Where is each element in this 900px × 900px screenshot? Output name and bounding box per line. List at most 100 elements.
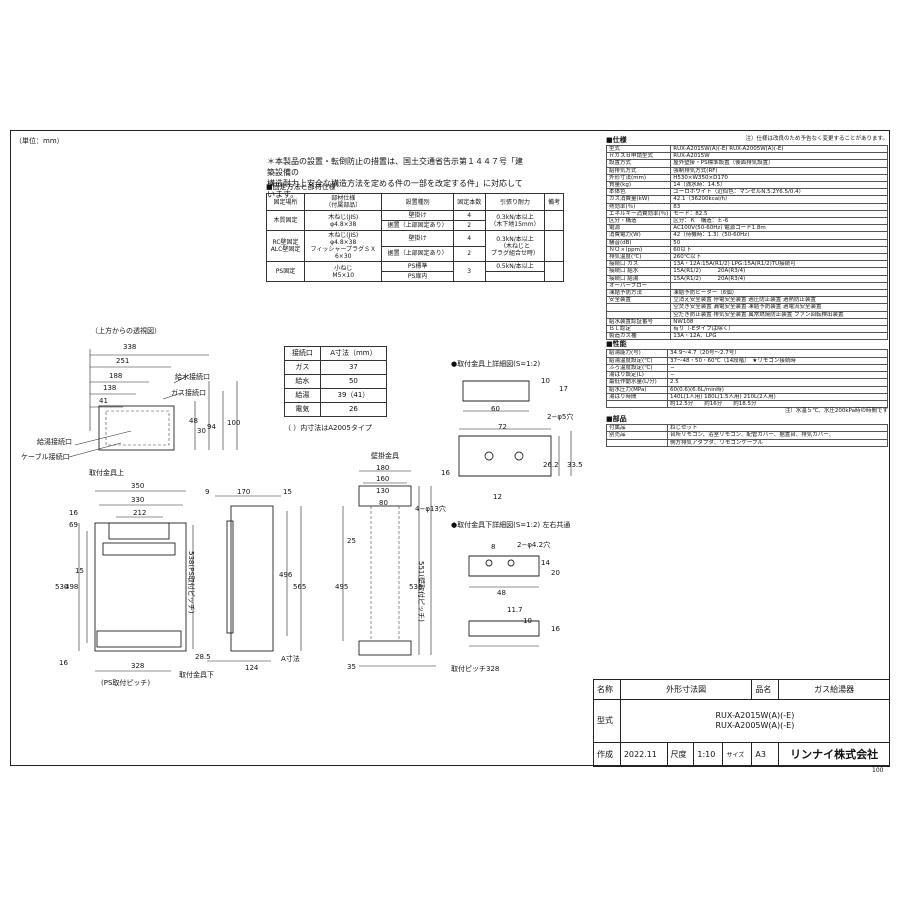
- fixing-title: ■固定方法と部材仕様: [266, 183, 336, 191]
- dim-cell: 26: [319, 402, 388, 417]
- spec-key: 騒音(dB): [605, 238, 672, 247]
- spec-value: RUX-A2015W(A)(-E) RUX-A2005W(A)(-E): [670, 144, 888, 154]
- spec-value: 立消え安全装置 停電安全装置 過圧防止装置 過熱防止装置: [670, 296, 888, 305]
- top-view-hidden: [105, 410, 170, 446]
- dim-a: A寸法: [281, 655, 300, 663]
- spec-row: 騒音(dB)50: [605, 238, 888, 247]
- spec-value: [670, 281, 888, 291]
- dim-496: 496: [279, 571, 293, 579]
- spec-value: 42（待機時：1.3）(50-60Hz): [670, 231, 888, 240]
- spec-row: 側方排気アダプタ、リモコンケーブル: [606, 438, 888, 447]
- product-name: ガス給湯器: [778, 678, 890, 701]
- spec-row: 空焚き安全装置 漏電安全装置 凍結予防装置 過電流安全装置: [605, 303, 888, 312]
- spec-value: 37〜48・50・60℃（14段階） ★リモコン接続時: [667, 356, 888, 365]
- dim-28-5: 28.5: [195, 653, 211, 661]
- spec-key: [606, 438, 668, 447]
- fix-cell: 0.3kN/本以上 （木ねじと プラグ組合せ時）: [484, 230, 546, 262]
- lower-detail-top: [468, 555, 540, 577]
- hole-4-2-label: 2−φ4.2穴: [517, 541, 551, 549]
- dim-48-detail: 48: [497, 589, 506, 597]
- spec-row: 外形寸法(mm)H530×W350×D170: [605, 173, 888, 183]
- upper-detail-front: [458, 435, 552, 477]
- bracket-bottom-label: 取付金具下: [179, 671, 214, 679]
- perf-note: 注）水温５℃、水圧200kPa時の時間です: [784, 408, 888, 415]
- fix-cell: PS扉内: [381, 271, 454, 282]
- ps-pitch-label: (PS取付ピッチ): [101, 679, 151, 687]
- spec-value: 13A・12A、LPG: [670, 332, 888, 341]
- top-view-outline: [98, 405, 175, 451]
- spec-key: 消費電力(W): [605, 231, 672, 240]
- lower-detail-title: ●取付金具下詳細図(S=1:2) 左右共通: [451, 521, 571, 529]
- cable-outlet-label: ケーブル接続口: [21, 453, 70, 461]
- spec-key: 凍結予防方法: [605, 289, 672, 298]
- fix-cell: [544, 261, 564, 282]
- spec-value: AC100V(50-60Hz) 電源コード1.8m: [670, 224, 888, 233]
- dim-94: 94: [207, 423, 216, 431]
- dim-16-detail: 16: [441, 469, 450, 477]
- spec-row: 本体色ユーロホワイト（近似色：マンセルN.5.2Y6.5/0.4）: [605, 188, 888, 197]
- spec-key: 設置方式: [605, 159, 672, 168]
- spec-value: −: [667, 363, 888, 373]
- dim-180: 180: [376, 464, 390, 472]
- title-block: 名称 外形寸法図 品名 ガス給湯器 型式 RUX-A2015W(A)(-E) R…: [593, 678, 891, 768]
- wall-bracket-bottom: [358, 640, 412, 656]
- scale-label: 尺度: [666, 741, 695, 768]
- spec-key: 熱効率(％): [605, 202, 672, 211]
- dim-535: 535: [409, 583, 423, 591]
- dim-12: 12: [493, 493, 502, 501]
- spec-key: 本体色: [605, 188, 672, 197]
- spec-key: オーバーフロー: [605, 281, 672, 291]
- spec-row: 給湯温度設定(℃)37〜48・50・60℃（14段階） ★リモコン接続時: [606, 356, 888, 365]
- spec-key: [606, 399, 668, 409]
- spec-key: 排気温度(℃): [605, 253, 672, 262]
- spec-key: 接続口 ガス: [605, 260, 672, 269]
- spec-row: 安全装置立消え安全装置 停電安全装置 過圧防止装置 過熱防止装置: [605, 296, 888, 305]
- spec-value: 13A・12A:15A(R1/2) LPG:15A(R1/2)TU接続可: [670, 260, 888, 269]
- dim-9: 9: [205, 488, 210, 496]
- spec-value: 台所リモコン、浴室リモコン、配管カバー、据置台、排気カバー、: [667, 431, 888, 440]
- fix-cell: 木ねじ(JIS) φ4.8×38 フィッシャープラグＳＸ 6×30: [304, 230, 383, 262]
- dim-8: 8: [491, 543, 496, 551]
- dim-212: 212: [133, 509, 147, 517]
- spec-value: 60以下: [670, 245, 888, 255]
- spec-value: 2.5: [667, 378, 888, 387]
- spec-value: RUX-A2015W: [670, 152, 888, 161]
- spec-row: 質量(kg)14（満水時：14.5）: [605, 181, 888, 190]
- company-name: リンナイ株式会社: [778, 741, 890, 768]
- drawing-sheet: （単位：mm） ＊本製品の設置・転倒防止の措置は、国土交通省告示第１４４７号「建…: [10, 130, 891, 768]
- spec-row: 付属品ねじセット: [606, 424, 888, 433]
- size-label: サイズ: [722, 741, 753, 768]
- fix-cell: 0.3kN/本以上 （木下地15mm）: [484, 210, 546, 231]
- spec-row: 消費電力(W)42（待機時：1.3）(50-60Hz): [605, 231, 888, 240]
- parts-title: ■部品: [606, 415, 627, 424]
- spec-key: [605, 310, 672, 319]
- dim-16-top: 16: [69, 509, 78, 517]
- dim-138: 138: [103, 384, 117, 392]
- dim-20: 20: [551, 569, 560, 577]
- spec-value: 空だき防止装置 排気安全装置 異常燃焼防止装置 ファン回転検出装置: [670, 310, 888, 319]
- bracket-top-label: 取付金具上: [89, 469, 124, 477]
- fix-cell: 小ねじ M5×10: [304, 261, 383, 282]
- spec-key: [605, 303, 672, 312]
- spec-value: −: [667, 371, 888, 380]
- drawing-name: 外形寸法図: [619, 678, 753, 701]
- spec-key: 付属品: [606, 424, 668, 433]
- dim-35: 35: [347, 663, 356, 671]
- dim-14: 14: [541, 559, 550, 567]
- pitch-328-label: 取付ピッチ328: [451, 665, 500, 673]
- fix-cell: 3: [452, 261, 486, 282]
- spec-key: ガス消費量(kW): [605, 195, 672, 204]
- dim-41: 41: [99, 397, 108, 405]
- hole-5-label: 2−φ5穴: [547, 413, 574, 421]
- spec-value: 凍結予防ヒーター（6個）: [670, 289, 888, 298]
- spec-value: 34.9〜4.7（20号〜2.7号）: [667, 349, 888, 358]
- spec-key: 給水装置認証番号: [605, 317, 672, 327]
- dim-338: 338: [123, 343, 137, 351]
- spec-row: 区分・構造区分：Ｋ 構造：Ｅ-6: [605, 217, 888, 226]
